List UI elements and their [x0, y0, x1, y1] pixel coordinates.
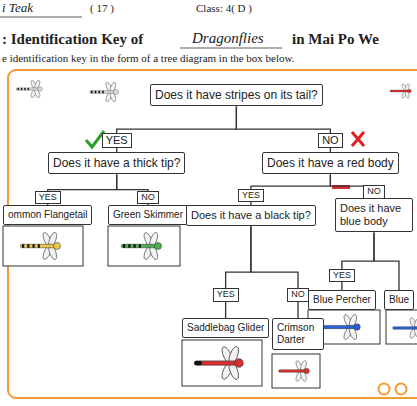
answer-label: YES — [329, 269, 355, 282]
picture-frame — [182, 340, 262, 386]
node-text: Does it have a thick tip? — [53, 156, 180, 170]
node-text: Blue — [389, 294, 409, 306]
answer-label: NO — [137, 191, 159, 204]
node-text: ommon Flangetail — [8, 209, 87, 221]
header-text: in Mai Po We — [292, 30, 379, 48]
species-box: Crimson Darter — [272, 318, 324, 350]
cross-mark — [352, 132, 364, 146]
decor-circle — [379, 384, 390, 395]
question-box: Does it have stripes on its tail? — [150, 84, 323, 106]
node-text: Does it have blue body — [340, 202, 408, 228]
question-box: Does it have a black tip? — [186, 205, 316, 226]
branch-line — [236, 106, 330, 152]
answer-label: YES — [213, 288, 239, 301]
answer-label: NO — [363, 185, 385, 198]
header-text: i Teak — [2, 0, 33, 16]
glider-drawing — [194, 345, 243, 380]
node-text: Does it have a red body — [267, 156, 394, 170]
worksheet-title: : Identification Key of — [2, 30, 143, 48]
skimmer-drawing — [121, 231, 161, 260]
branch-line — [226, 226, 251, 318]
percher-drawing — [323, 313, 360, 340]
red-dragonfly-icon — [390, 83, 411, 99]
question-box: Does it have blue body — [335, 198, 413, 232]
species-box: Saddlebag Glider — [182, 318, 269, 338]
name-underline — [0, 17, 82, 18]
branch-line — [374, 232, 399, 290]
answer-label: YES — [238, 189, 264, 202]
header-text: Dragonflies — [192, 29, 264, 47]
answer-label: YES — [102, 133, 132, 149]
blue-drawing — [393, 317, 417, 339]
striped-tail-icon — [90, 82, 119, 103]
picture-frame — [386, 310, 417, 344]
picture-frame — [108, 226, 180, 266]
header-text: ( 17 ) — [90, 2, 114, 15]
picture-frame — [272, 354, 320, 388]
node-text: Saddlebag Glider — [187, 322, 264, 334]
node-text: Does it have stripes on its tail? — [155, 88, 318, 102]
species-box: Green Skimmer — [108, 205, 188, 225]
answer-label: NO — [318, 133, 343, 149]
species-box: Blue — [384, 290, 414, 310]
branch-line — [251, 226, 298, 318]
node-text: Green Skimmer — [113, 209, 183, 221]
picture-frame — [3, 226, 83, 266]
branch-line — [117, 106, 237, 152]
header-text: e identification key in the form of a tr… — [2, 52, 295, 65]
node-text: Blue Percher — [313, 294, 371, 306]
decor-circle — [396, 384, 407, 395]
species-box: ommon Flangetail — [3, 205, 92, 225]
question-box: Does it have a red body — [262, 152, 399, 174]
flangetail-drawing — [20, 231, 60, 260]
striped-tail-icon — [16, 80, 42, 99]
header-text: Class: 4( D ) — [196, 2, 252, 15]
node-text: Crimson Darter — [277, 322, 319, 346]
node-text: Does it have a black tip? — [191, 209, 311, 222]
answer-label: YES — [35, 191, 61, 204]
darter-drawing — [279, 360, 310, 382]
species-box: Blue Percher — [308, 290, 376, 310]
title-underline — [180, 48, 282, 49]
answer-label: NO — [287, 288, 309, 301]
question-box: Does it have a thick tip? — [48, 152, 185, 174]
